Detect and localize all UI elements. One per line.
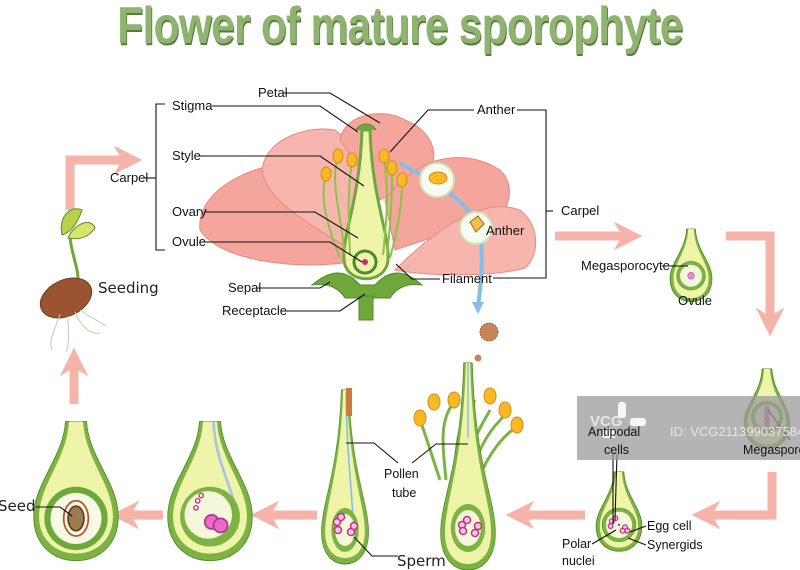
label-polar-line2: nuclei xyxy=(562,554,595,568)
label-megasporocyte: Megasporocyte xyxy=(581,258,670,273)
pistil xyxy=(342,128,390,281)
label-ovule: Ovule xyxy=(172,234,206,249)
label-style: Style xyxy=(172,148,201,163)
arrow-megaspores-to-embryo-sac xyxy=(691,472,777,530)
sepal xyxy=(310,272,424,299)
label-egg-cell: Egg cell xyxy=(647,519,691,533)
label-anther-zoom: Anther xyxy=(486,223,525,238)
label-filament: Filament xyxy=(442,271,492,286)
flower-labels: Carpel Petal Stigma Style Ovary Ovule Se… xyxy=(110,85,599,318)
arrow-ovule-to-megaspores xyxy=(726,231,785,337)
seed-ovule-illustration xyxy=(33,421,119,562)
watermark-logo-text: VCG xyxy=(590,413,623,430)
label-stigma: Stigma xyxy=(172,98,213,113)
label-synergids: Synergids xyxy=(647,538,703,552)
diagram-title: Flower of mature sporophyte xyxy=(117,0,683,55)
stem xyxy=(358,295,374,321)
label-seed: Seed xyxy=(0,497,36,515)
label-megaspores: Megaspores xyxy=(743,443,800,457)
stigma-top xyxy=(355,123,377,131)
label-receptacle: Receptacle xyxy=(222,303,287,318)
fertilization-ovule-illustration xyxy=(167,421,253,562)
arrow-seedling-to-flower xyxy=(65,145,143,210)
label-sperm: Sperm xyxy=(397,552,446,570)
label-antipodal-line1: Antipodal xyxy=(588,425,640,439)
label-anther-top: Anther xyxy=(477,102,516,117)
label-petal: Petal xyxy=(258,85,288,100)
ovule-megasporocyte xyxy=(669,228,713,303)
watermark-id: ID: VCG211399037584 xyxy=(670,424,800,439)
label-pollen-line1: Pollen xyxy=(384,467,419,481)
flower-illustration xyxy=(199,113,537,342)
pollen-grain xyxy=(479,322,499,342)
label-seeding: Seeding xyxy=(98,279,159,297)
watermark-logo-icon xyxy=(602,402,646,438)
label-pollen-line2: tube xyxy=(392,486,416,500)
label-ovule-stage: Ovule xyxy=(678,293,712,308)
watermark-band: VCG ID: VCG211399037584 xyxy=(577,396,800,460)
pollinated-pistil-illustration xyxy=(413,354,524,570)
label-carpel-right: Carpel xyxy=(561,203,599,218)
label-sepal: Sepal xyxy=(228,280,261,295)
label-carpel-left: Carpel xyxy=(110,170,148,185)
embryo-sac-illustration xyxy=(595,471,643,552)
label-polar-line1: Polar xyxy=(562,537,591,551)
cycle-arrows xyxy=(59,145,785,530)
pollen-tube-pistil-illustration xyxy=(321,388,369,565)
label-ovary: Ovary xyxy=(172,204,207,219)
label-antipodal-line2: cells xyxy=(604,443,629,457)
seedling-illustration xyxy=(39,208,107,353)
